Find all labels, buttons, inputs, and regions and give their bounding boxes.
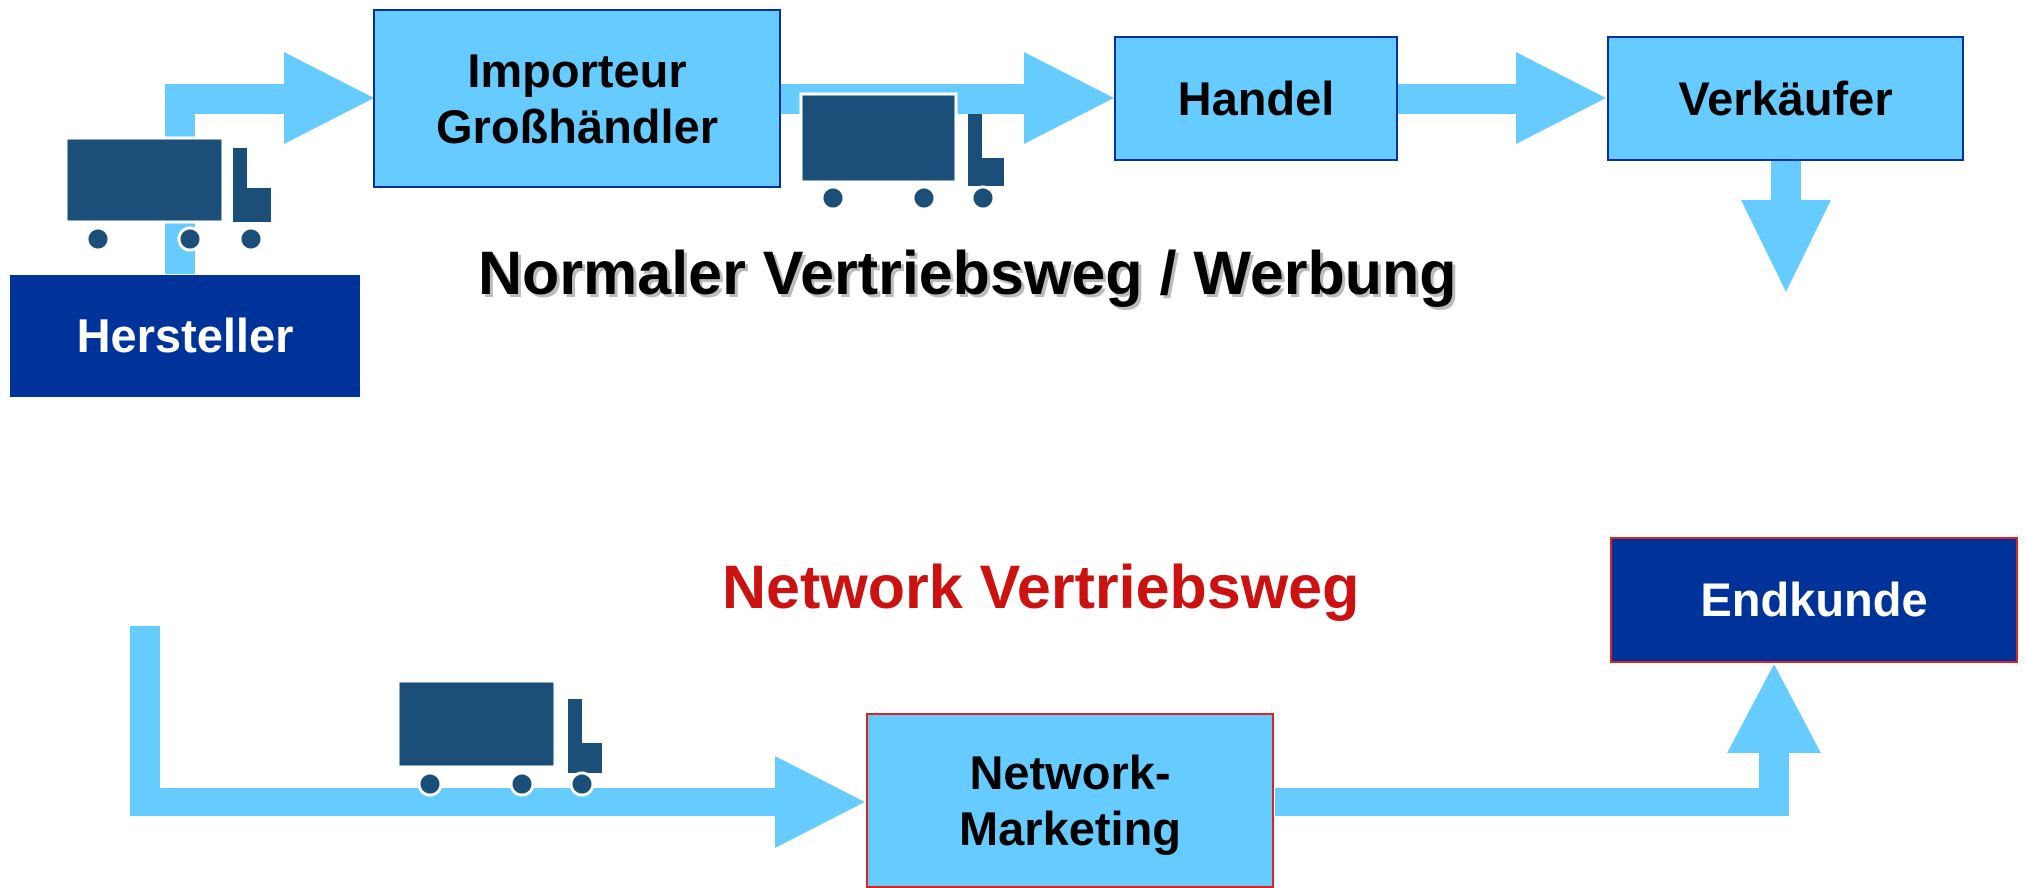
handel-label: Handel [1177,71,1335,125]
arrow-network-to-marketing-head [775,756,865,848]
endkunde-box: Endkunde [1610,537,2018,663]
arrow-handel-verkaeufer-head [1516,52,1606,144]
handel-box: Handel [1114,36,1398,161]
arrow-verkaeufer-down-head [1741,200,1831,292]
arrow-handel-verkaeufer [1396,84,1521,114]
arrow-network-horizontal [130,788,780,816]
arrow-importeur-handel-head [1024,52,1114,144]
arrow-marketing-endkunde [1759,748,1789,816]
truck-icon [799,92,1004,211]
arrow-network-vertical [130,626,160,816]
hersteller-box: Hersteller [10,275,360,397]
network-marketing-box: Network- Marketing [866,713,1274,888]
grosshaendler-label: Großhändler [435,99,719,153]
arrow-hersteller-importeur-head [284,52,374,144]
marketing-label: Marketing [959,801,1181,855]
truck-icon [396,679,602,797]
verkaeufer-label: Verkäufer [1678,71,1893,125]
network-label: Network- [969,746,1171,800]
normal-distribution-heading: Normaler Vertriebsweg / Werbung [478,239,1457,307]
verkaeufer-box: Verkäufer [1607,36,1964,161]
hersteller-label: Hersteller [76,309,294,363]
arrow-hersteller-importeur [165,84,290,114]
arrow-verkaeufer-down [1771,160,1801,205]
truck-icon [64,136,271,252]
endkunde-label: Endkunde [1700,573,1928,627]
arrow-marketing-endkunde-head [1727,664,1821,753]
network-distribution-heading: Network Vertriebsweg [722,553,1360,621]
importeur-grosshaendler-box: Importeur Großhändler [373,9,781,188]
arrow-marketing-endkunde [1275,788,1789,816]
importeur-label: Importeur [467,44,687,98]
